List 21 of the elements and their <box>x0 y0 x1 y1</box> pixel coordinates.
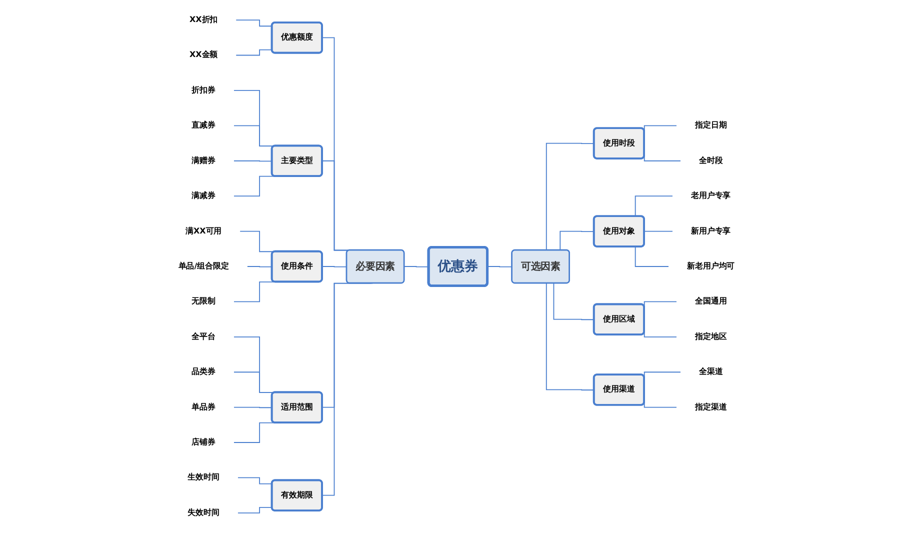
connector <box>643 154 680 162</box>
connector <box>403 266 429 268</box>
connector <box>486 266 512 268</box>
connector <box>236 477 272 484</box>
connector <box>643 301 676 308</box>
connector <box>552 282 594 320</box>
connector <box>643 230 672 232</box>
connector <box>236 507 272 514</box>
connector <box>643 330 676 338</box>
connector <box>545 142 594 251</box>
connector <box>235 20 272 27</box>
connector <box>634 196 672 217</box>
connector <box>246 266 272 268</box>
connector <box>643 401 676 408</box>
connector <box>559 230 594 251</box>
connector <box>634 246 669 267</box>
connector <box>232 160 272 162</box>
connector <box>235 49 272 56</box>
connector <box>232 406 272 408</box>
connector <box>545 282 594 390</box>
connector <box>321 266 347 268</box>
